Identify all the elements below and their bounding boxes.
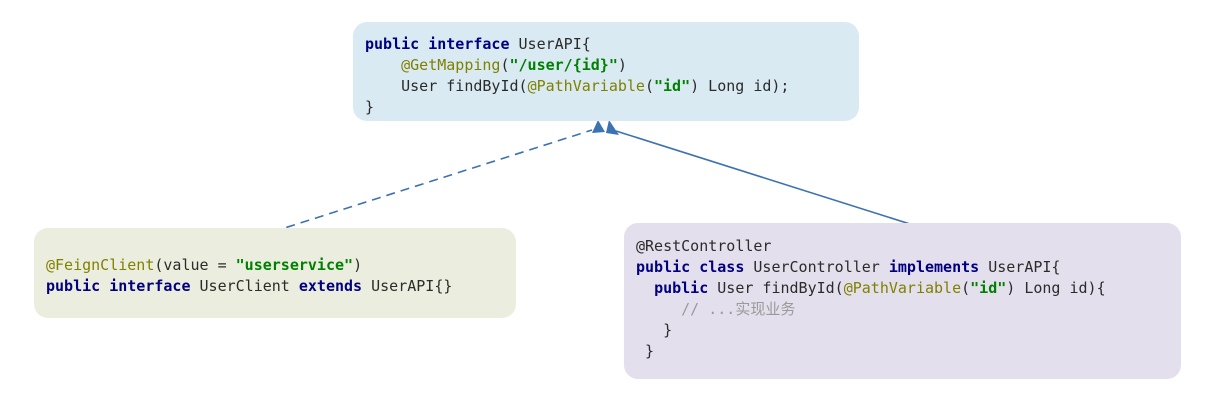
code-token: "id"	[970, 279, 1007, 297]
code-token: }	[365, 98, 375, 116]
code-token: UserAPI{	[988, 258, 1061, 276]
code-box-userapi: public interface UserAPI{ @GetMapping("/…	[353, 22, 859, 121]
code-token: @RestController	[636, 237, 772, 255]
code-line: }	[636, 320, 1181, 341]
code-token: UserAPI{	[518, 35, 591, 53]
code-token: extends	[298, 277, 372, 295]
code-token	[365, 56, 401, 74]
code-line: }	[365, 97, 859, 118]
code-token: UserController	[753, 258, 889, 276]
code-line: User findById(@PathVariable("id") Long i…	[365, 76, 859, 97]
code-token: )	[617, 56, 627, 74]
code-token: User findById(	[365, 77, 528, 95]
code-line: public interface UserAPI{	[365, 34, 859, 55]
code-line: public User findById(@PathVariable("id")…	[636, 278, 1181, 299]
code-token: @PathVariable	[527, 77, 645, 95]
code-line: public interface UserClient extends User…	[46, 276, 516, 297]
code-line: @GetMapping("/user/{id}")	[365, 55, 859, 76]
code-token: (value =	[154, 256, 236, 274]
code-token: "/user/{id}"	[509, 56, 618, 74]
code-line: public class UserController implements U…	[636, 257, 1181, 278]
code-token: public interface	[365, 35, 519, 53]
code-token: )	[353, 256, 363, 274]
code-token: }	[636, 321, 673, 339]
code-line: @FeignClient(value = "userservice")	[46, 255, 516, 276]
code-token: }	[636, 342, 655, 360]
code-line: @RestController	[636, 236, 1181, 257]
code-token: (	[961, 279, 971, 297]
code-token: "id"	[654, 77, 691, 95]
code-line: // ...实现业务	[636, 299, 1181, 320]
code-token: @GetMapping	[401, 56, 501, 74]
code-token: "userservice"	[235, 256, 354, 274]
code-line: }	[636, 341, 1181, 362]
code-token	[636, 300, 681, 318]
code-token: UserClient	[199, 277, 299, 295]
code-token: ) Long id){	[1006, 279, 1106, 297]
code-token: (	[644, 77, 654, 95]
code-box-userclient: @FeignClient(value = "userservice")publi…	[34, 228, 516, 318]
code-token: User findById(	[717, 279, 844, 297]
code-token: UserAPI{}	[371, 277, 453, 295]
code-token: public class	[636, 258, 754, 276]
code-box-usercontroller: @RestController public class UserControll…	[624, 223, 1181, 379]
edge-userclient-implements-userapi	[271, 120, 605, 233]
edge-usercontroller-implements-userapi	[606, 120, 911, 225]
code-token: ) Long id);	[690, 77, 790, 95]
code-token: @FeignClient	[46, 256, 155, 274]
code-token: @PathVariable	[843, 279, 962, 297]
code-token: (	[500, 56, 510, 74]
code-token: // ...实现业务	[681, 300, 796, 318]
code-token: public interface	[46, 277, 200, 295]
code-token: public	[654, 279, 718, 297]
code-token	[636, 279, 654, 297]
code-token: implements	[888, 258, 989, 276]
